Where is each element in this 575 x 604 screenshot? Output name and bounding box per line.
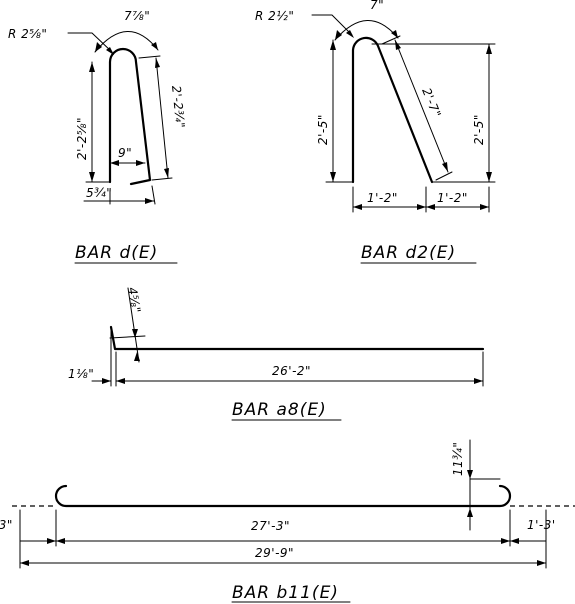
bar-d-top-width-label: 7⅞" (124, 9, 150, 23)
bar-d-caption: BAR d(E) (75, 243, 158, 263)
bar-d2-base-right-label: 1'-2" (437, 191, 468, 205)
bar-a8-figure: 4⅝" 1⅛" 26'-2" BAR a8(E) (68, 286, 485, 421)
bar-b11-shape (54, 484, 512, 508)
bar-b11-left-ext-label: 1'-3" (0, 518, 13, 532)
bar-d2-figure: R 2½" 7" 2'-5" 2'-7" 2'-5" (255, 0, 496, 264)
bar-d-right-leg-line (155, 57, 169, 179)
bar-d-right-leg-label: 2'-2¾" (169, 85, 187, 129)
bar-d-hook-label: 5¾" (86, 186, 112, 200)
bar-d-top-width-arc (94, 31, 159, 53)
bar-d2-radius-label: R 2½" (255, 9, 294, 23)
bar-a8-bend-line (127, 287, 140, 363)
bar-d2-top-width-arc (334, 20, 399, 41)
bar-b11-caption: BAR b11(E) (232, 583, 339, 603)
bar-b11-hook-label: 11¾" (451, 442, 465, 476)
bar-a8-caption: BAR a8(E) (232, 400, 327, 420)
bar-d2-right-height-label: 2'-5" (472, 114, 486, 145)
bar-d-shape (108, 47, 152, 186)
bar-a8-bend-label: 4⅝" (125, 286, 143, 314)
bar-d-radius-arrow (106, 47, 114, 55)
bar-d2-slope-line (394, 39, 449, 173)
bar-d2-shape (351, 36, 434, 184)
bar-d-radius-label: R 2⅝" (8, 27, 47, 41)
bar-b11-total-length-label: 29'-9" (255, 546, 294, 560)
bar-d-inner-width-label: 9" (118, 146, 132, 160)
bar-b11-right-ext-label: 1'-3' (527, 518, 556, 532)
bar-a8-length-label: 26'-2" (272, 364, 311, 378)
bar-a8-offset-label: 1⅛" (68, 367, 94, 381)
bar-d2-base-left-label: 1'-2" (367, 191, 398, 205)
bar-b11-inner-length-label: 27'-3" (251, 519, 290, 533)
bar-b11-figure: 11¾" 1'-3" 27'-3" 1'-3' 29'-9" BAR b11(E… (0, 439, 575, 603)
bar-d-radius-leader (67, 32, 113, 53)
bar-d-top-width-arrow-left (95, 42, 102, 52)
bar-d2-slope-label: 2'-7" (419, 86, 444, 120)
bar-d2-caption: BAR d2(E) (361, 243, 456, 263)
bar-a8-shape (109, 325, 485, 351)
bar-d2-left-height-label: 2'-5" (316, 114, 330, 145)
bar-d2-top-width-label: 7" (370, 0, 384, 12)
bar-d2-radius-leader (311, 14, 353, 36)
bar-d-top-width-arrow-right (151, 42, 158, 50)
bar-d-left-height-label: 2'-2⅝" (75, 117, 89, 160)
bar-d-figure: R 2⅝" 7⅞" 2'-2⅝" 2'-2¾" 9" 5¾" BAR d(E) (8, 9, 187, 264)
